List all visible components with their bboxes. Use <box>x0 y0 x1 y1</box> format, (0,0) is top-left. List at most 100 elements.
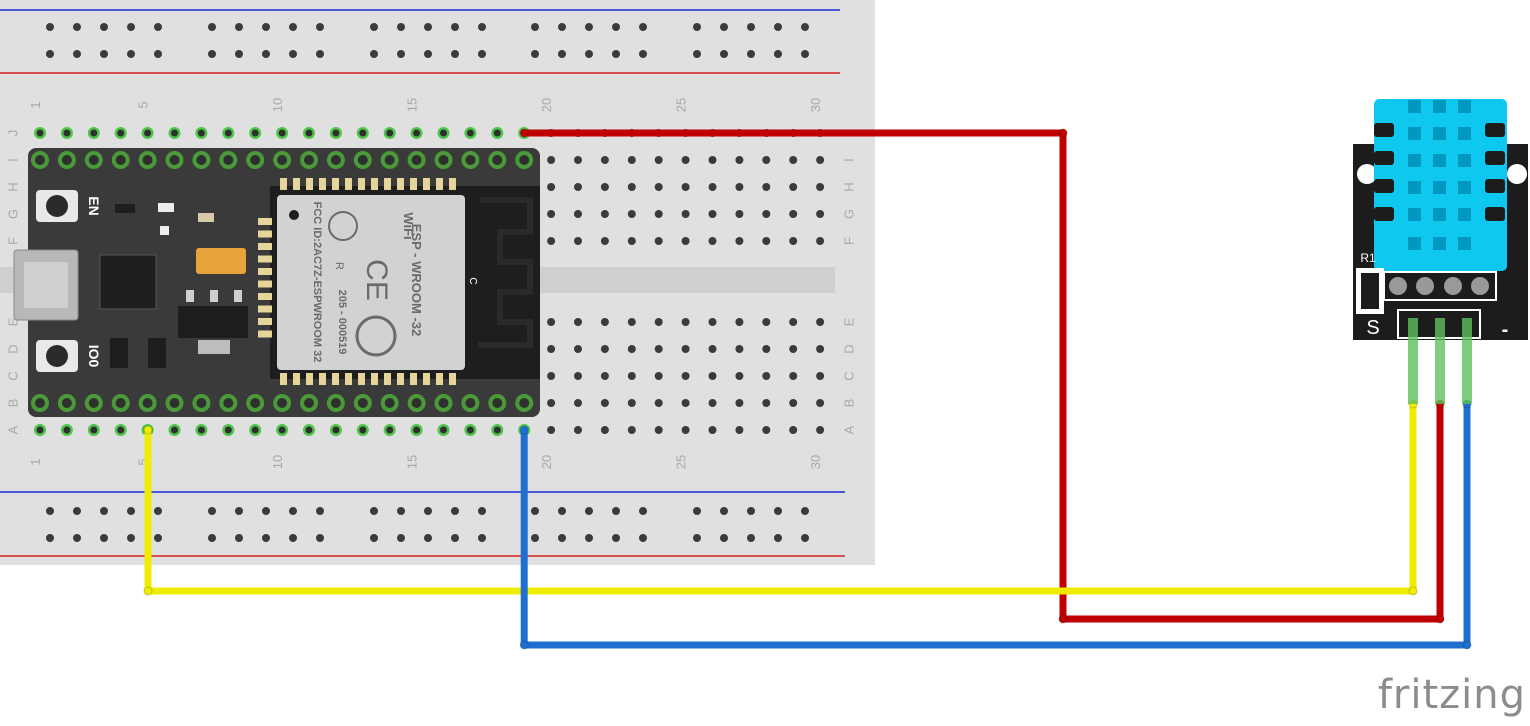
connected-hole-center <box>305 129 313 137</box>
antenna-trace <box>478 197 533 348</box>
rail-hole <box>235 507 243 515</box>
column-number: 10 <box>270 98 285 112</box>
rail-hole <box>424 507 432 515</box>
rail-hole <box>370 534 378 542</box>
breadboard-hole <box>654 237 663 245</box>
breadboard-hole <box>574 156 582 164</box>
breadboard-hole <box>547 399 556 407</box>
breadboard-hole <box>708 345 717 353</box>
row-letter: I <box>841 158 856 162</box>
module-pin <box>258 268 272 275</box>
rail-hole <box>235 23 243 31</box>
connected-hole-center <box>413 426 421 434</box>
breadboard-hole <box>600 426 609 434</box>
rail-hole <box>585 507 593 515</box>
rail-hole <box>531 507 539 515</box>
row-letter: D <box>841 344 856 353</box>
rail-hole <box>316 507 324 515</box>
breadboard-hole <box>600 210 609 218</box>
breadboard-hole <box>681 345 690 353</box>
breadboard-hole <box>681 318 690 326</box>
rail-hole <box>451 23 459 31</box>
io0-button-label: IO0 <box>86 345 102 368</box>
module-pin <box>258 243 272 250</box>
ground-wire <box>520 400 1471 649</box>
rail-hole <box>316 50 324 58</box>
breadboard-hole <box>708 426 717 434</box>
breadboard-hole <box>816 237 825 245</box>
breadboard-hole <box>547 426 556 434</box>
connected-hole-center <box>278 426 286 434</box>
breadboard-hole <box>735 399 744 407</box>
connected-hole-center <box>171 129 178 137</box>
breadboard-hole <box>735 237 744 245</box>
breadboard-hole <box>708 237 717 245</box>
power-wire-joint <box>1058 128 1068 138</box>
breadboard-hole <box>600 345 609 353</box>
breadboard-hole <box>627 345 636 353</box>
rail-hole <box>424 534 432 542</box>
module-pin <box>397 373 404 385</box>
breadboard-hole <box>574 210 582 218</box>
rail-hole <box>693 534 701 542</box>
column-number: 1 <box>28 101 43 108</box>
connected-hole-center <box>440 426 447 434</box>
breadboard-hole <box>762 345 771 353</box>
connected-hole-center <box>466 426 474 434</box>
module-pins <box>258 178 456 385</box>
breadboard-hole <box>789 345 798 353</box>
breadboard-hole <box>762 156 771 164</box>
espressif-logo <box>355 315 397 357</box>
module-pin <box>345 178 352 190</box>
column-number: 15 <box>405 455 420 469</box>
rail-hole <box>73 507 81 515</box>
breadboard-hole <box>681 237 690 245</box>
breadboard-hole <box>762 237 771 245</box>
dht11-sensor-module: R1 S - <box>1353 99 1528 341</box>
rail-hole <box>585 50 593 58</box>
rail-hole <box>235 534 243 542</box>
header-pin-hole <box>304 398 314 408</box>
module-pin <box>423 373 430 385</box>
column-number: 15 <box>405 98 420 112</box>
signal-wire-joint <box>1408 586 1418 596</box>
rail-hole <box>451 534 459 542</box>
module-pin <box>293 178 300 190</box>
rail-hole <box>127 50 135 58</box>
module-fcc-label: FCC ID:2AC7Z-ESPWROOM 32 <box>311 202 323 363</box>
row-letter: G <box>5 209 20 219</box>
breadboard-hole <box>654 399 663 407</box>
rail-hole <box>720 23 728 31</box>
rail-hole <box>100 50 108 58</box>
header-pin-hole <box>115 398 126 408</box>
sensor-vent <box>1408 237 1421 250</box>
connected-hole-center <box>305 426 313 434</box>
rail-hole <box>289 507 297 515</box>
rail-hole <box>316 23 324 31</box>
connected-hole-center <box>36 129 44 137</box>
header-pin-hole <box>250 155 261 165</box>
breadboard-hole <box>789 237 798 245</box>
rail-hole <box>127 23 135 31</box>
connected-hole-center <box>63 129 71 137</box>
rail-hole <box>397 50 405 58</box>
sensor-vent <box>1458 154 1471 167</box>
rail-hole <box>747 534 755 542</box>
rail-hole <box>208 534 216 542</box>
row-letter: D <box>5 344 20 353</box>
breadboard-hole <box>627 318 636 326</box>
rail-hole <box>451 507 459 515</box>
rail-hole <box>235 50 243 58</box>
rail-hole <box>370 50 378 58</box>
module-pin <box>423 178 430 190</box>
breadboard-hole <box>681 210 690 218</box>
module-pin <box>258 330 272 338</box>
esp32-header-pins <box>31 127 534 436</box>
rail-hole <box>208 50 216 58</box>
connected-hole-center <box>63 426 71 434</box>
breadboard-hole <box>708 318 717 326</box>
header-pin-hole <box>411 398 422 408</box>
column-number: 30 <box>808 98 823 112</box>
module-pin <box>371 178 378 190</box>
